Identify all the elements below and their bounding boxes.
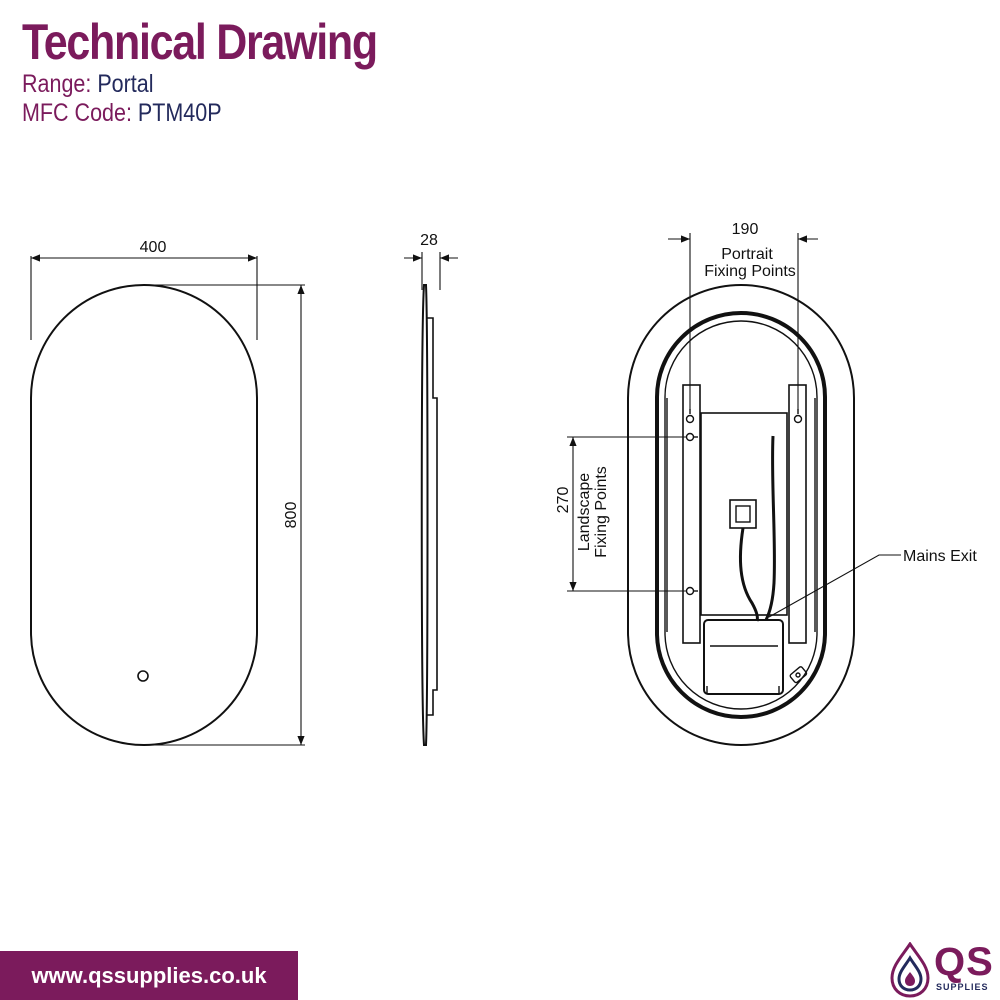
website-link[interactable]: www.qssupplies.co.uk — [31, 962, 267, 988]
rear-outer-outline — [627, 284, 855, 746]
side-glass-outline — [420, 284, 429, 746]
mains-exit-leader — [768, 554, 901, 618]
brand-logo: QS SUPPLIES — [888, 940, 998, 998]
portrait-label-line2: Fixing Points — [704, 263, 796, 280]
portrait-spacing-label: 190 — [732, 221, 759, 238]
left-rail — [682, 384, 701, 644]
website-bar: www.qssupplies.co.uk — [0, 951, 298, 1000]
page-title: Technical Drawing — [22, 14, 378, 70]
portrait-dimension — [668, 233, 818, 410]
header: Technical Drawing Range: Portal MFC Code… — [22, 14, 435, 128]
range-value: Portal — [97, 70, 154, 98]
mfc-value: PTM40P — [137, 99, 222, 127]
height-dimension — [140, 284, 305, 746]
droplet-logo-icon — [890, 942, 930, 998]
depth-dimension — [404, 252, 458, 290]
touch-sensor-icon — [137, 670, 149, 682]
range-label: Range: — [22, 70, 92, 98]
side-frame-outline — [426, 317, 438, 716]
logo-sub-text: SUPPLIES — [936, 982, 989, 992]
width-dimension — [30, 254, 258, 340]
mfc-line: MFC Code: PTM40P — [22, 99, 377, 128]
mfc-label: MFC Code: — [22, 99, 132, 127]
portrait-label-line1: Portrait — [721, 246, 773, 263]
mains-box — [703, 619, 784, 695]
mains-exit-label: Mains Exit — [903, 548, 977, 565]
sensor-clip-icon — [789, 666, 808, 684]
mirror-outline — [30, 284, 258, 746]
keyhole-icon — [685, 409, 803, 596]
switch-box — [729, 499, 757, 529]
width-label: 400 — [140, 239, 167, 256]
landscape-dimension — [567, 436, 686, 592]
logo-brand-text: QS — [934, 940, 994, 984]
rear-frame-outline — [655, 311, 827, 719]
front-view — [30, 284, 258, 746]
cable — [764, 435, 776, 621]
landscape-label-line2: Fixing Points — [593, 466, 610, 558]
range-line: Range: Portal — [22, 70, 377, 99]
landscape-spacing-label: 270 — [555, 487, 572, 514]
rear-view — [627, 284, 855, 746]
driver-box — [700, 412, 788, 616]
height-label: 800 — [283, 502, 300, 529]
depth-label: 28 — [420, 232, 438, 249]
landscape-label-line1: Landscape — [576, 473, 593, 551]
cable — [738, 527, 759, 622]
side-view — [420, 284, 438, 746]
rear-frame-inner — [664, 320, 818, 710]
